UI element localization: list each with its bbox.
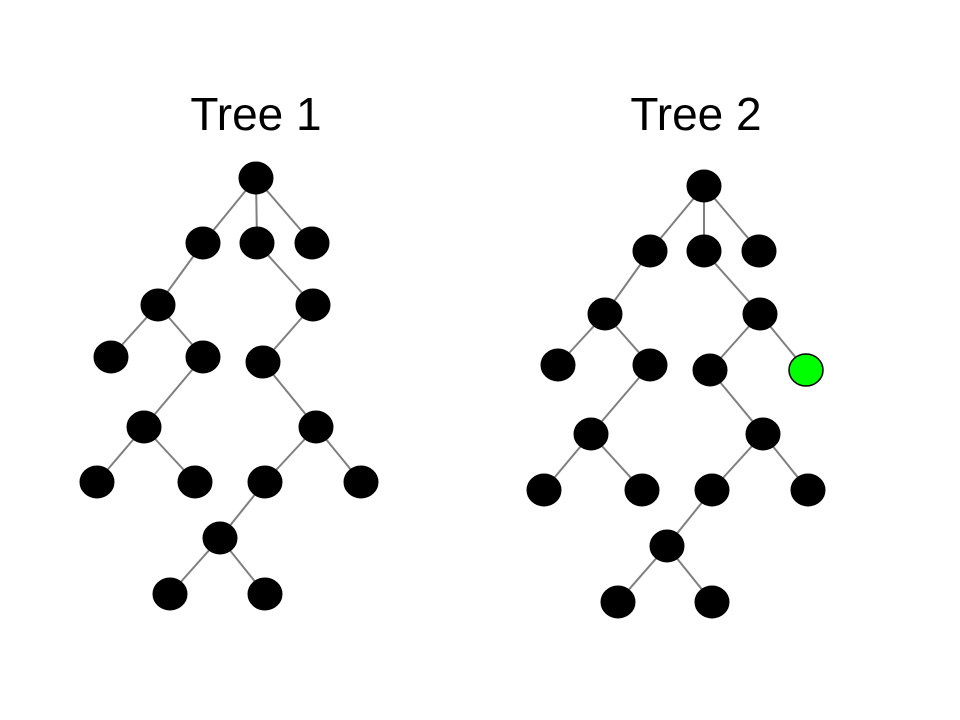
highlighted-node-t2-x bbox=[788, 353, 824, 387]
node-t1-i bbox=[126, 410, 162, 444]
node-t1-a bbox=[185, 226, 221, 260]
node-t2-g bbox=[632, 348, 668, 382]
node-t1-j bbox=[298, 410, 334, 444]
node-t1-root bbox=[238, 161, 274, 195]
node-t1-n bbox=[343, 465, 379, 499]
node-t2-a bbox=[632, 234, 668, 268]
node-t2-m bbox=[694, 473, 730, 507]
node-t2-p bbox=[600, 585, 636, 619]
node-t1-q bbox=[247, 577, 283, 611]
node-t1-k bbox=[79, 465, 115, 499]
node-t1-e bbox=[295, 288, 331, 322]
node-t1-f bbox=[93, 340, 129, 374]
node-t1-o bbox=[202, 521, 238, 555]
node-t1-c bbox=[294, 226, 330, 260]
node-t2-i bbox=[573, 417, 609, 451]
node-t2-d bbox=[587, 297, 623, 331]
node-t1-p bbox=[152, 577, 188, 611]
node-t2-o bbox=[649, 529, 685, 563]
node-t2-n bbox=[790, 473, 826, 507]
nodes-layer bbox=[79, 161, 826, 619]
tree-2-title: Tree 2 bbox=[630, 88, 762, 140]
node-t2-root bbox=[686, 169, 722, 203]
node-t2-q bbox=[694, 585, 730, 619]
node-t2-b bbox=[686, 234, 722, 268]
node-t2-c bbox=[741, 234, 777, 268]
node-t2-l bbox=[624, 473, 660, 507]
node-t2-f bbox=[540, 348, 576, 382]
node-t2-e bbox=[742, 297, 778, 331]
node-t1-l bbox=[177, 465, 213, 499]
node-t1-m bbox=[247, 465, 283, 499]
node-t1-h bbox=[245, 345, 281, 379]
tree-1-title: Tree 1 bbox=[190, 88, 322, 140]
node-t1-g bbox=[185, 340, 221, 374]
node-t1-d bbox=[140, 288, 176, 322]
node-t1-b bbox=[239, 226, 275, 260]
node-t2-j bbox=[745, 417, 781, 451]
node-t2-k bbox=[526, 473, 562, 507]
node-t2-h bbox=[692, 353, 728, 387]
